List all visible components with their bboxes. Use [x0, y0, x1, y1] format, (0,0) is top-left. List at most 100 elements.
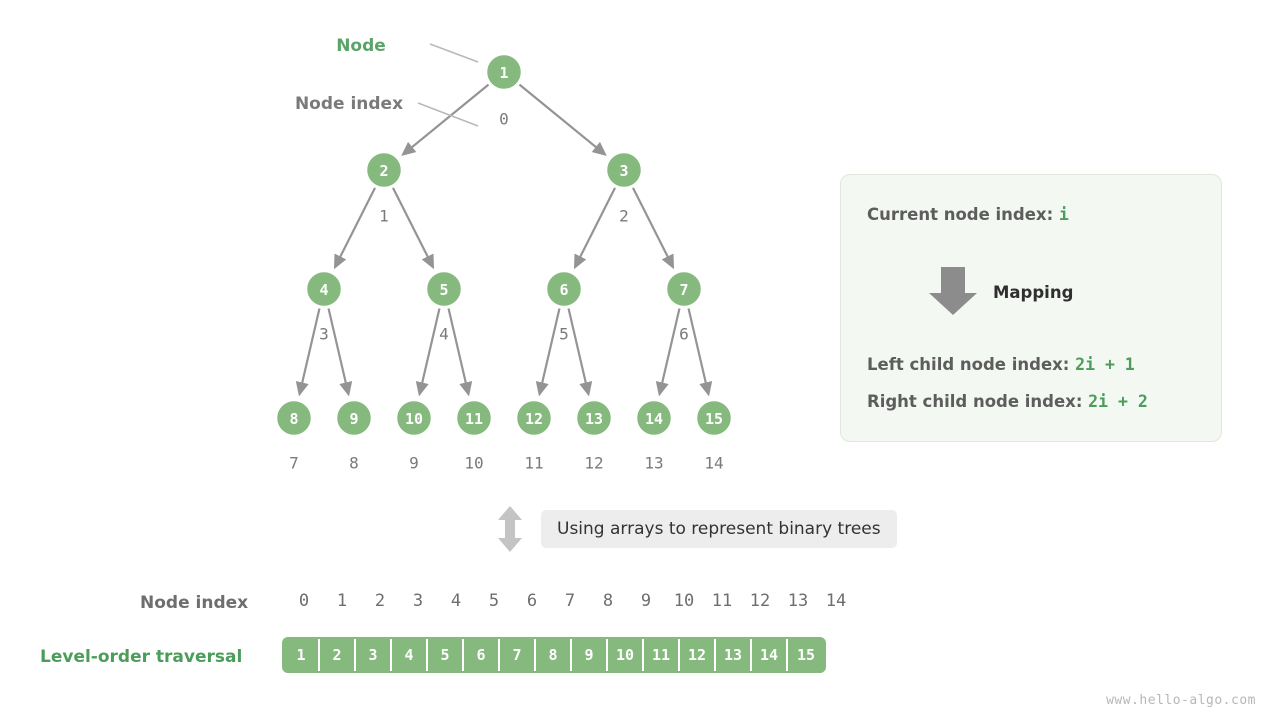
node-index-row-label: Node index [140, 593, 249, 613]
tree-node: 9 [334, 398, 374, 438]
array-value-cell: 9 [572, 639, 608, 671]
tree-node: 5 [424, 269, 464, 309]
tree-edge [687, 308, 713, 397]
array-index-cell: 12 [749, 591, 771, 611]
array-value-cell: 5 [428, 639, 464, 671]
array-value-cell: 2 [320, 639, 356, 671]
tree-node-index: 12 [584, 454, 603, 473]
mapping-formula-panel: Current node index: i Mapping Left child… [840, 174, 1222, 442]
array-value-cell: 3 [356, 639, 392, 671]
array-index-cell: 4 [450, 591, 462, 611]
array-value-cell: 1 [284, 639, 320, 671]
tree-node-circle [394, 398, 434, 438]
array-index-cell: 11 [711, 591, 733, 611]
array-index-cell: 10 [673, 591, 695, 611]
tree-node-index: 6 [679, 325, 689, 344]
array-value-cell: 12 [680, 639, 716, 671]
array-index-cell: 0 [298, 591, 310, 611]
array-index-cell: 6 [526, 591, 538, 611]
tree-node-circle [664, 269, 704, 309]
colon-2: : [1062, 355, 1076, 374]
array-index-cell: 8 [602, 591, 614, 611]
tree-node-value: 11 [465, 410, 483, 428]
tree-node-index: 0 [499, 110, 509, 129]
tree-node: 2 [364, 150, 404, 190]
tree-node-value: 8 [289, 410, 298, 428]
current-node-index-line: Current node index: i [867, 205, 1069, 224]
array-index-cell: 2 [374, 591, 386, 611]
array-index-cell: 7 [564, 591, 576, 611]
callout-node-label: Node [336, 36, 386, 56]
array-value-cell: 10 [608, 639, 644, 671]
array-index-cell: 1 [336, 591, 348, 611]
tree-node: 11 [454, 398, 494, 438]
array-index-cell: 14 [825, 591, 847, 611]
array-value-cell: 15 [796, 646, 816, 664]
colon-3: : [1075, 392, 1089, 411]
tree-node-index: 14 [704, 454, 723, 473]
tree-edge [392, 187, 435, 270]
tree-node-circle [424, 269, 464, 309]
tree-node: 15 [694, 398, 734, 438]
tree-node-value: 9 [349, 410, 358, 428]
node-index-callout-leader [417, 102, 479, 127]
left-child-index-prefix: Left child node index [867, 355, 1063, 374]
array-index-cell: 9 [640, 591, 652, 611]
colon-1: : [1046, 205, 1059, 224]
tree-node-value: 4 [319, 281, 328, 299]
tree-node-circle [544, 269, 584, 309]
tree-node-value: 14 [645, 410, 663, 428]
tree-node: 3 [604, 150, 644, 190]
current-node-index-prefix: Current node index [867, 205, 1047, 224]
tree-node-value: 15 [705, 410, 723, 428]
tree-edge [573, 187, 616, 270]
tree-node-index: 10 [464, 454, 483, 473]
mapping-label: Mapping [993, 283, 1074, 302]
array-value-cell: 11 [644, 639, 680, 671]
tree-node-value: 3 [619, 162, 628, 180]
array-index-cell: 13 [787, 591, 809, 611]
tree-node: 7 [664, 269, 704, 309]
tree-edge [567, 308, 593, 397]
down-arrow-icon [925, 263, 981, 323]
tree-node-index: 9 [409, 454, 419, 473]
array-value-cell: 7 [500, 639, 536, 671]
tree-node-index: 3 [319, 325, 329, 344]
tree-node: 14 [634, 398, 674, 438]
array-index-cell: 5 [488, 591, 500, 611]
tree-node-circle [304, 269, 344, 309]
level-order-traversal-row-label: Level-order traversal [40, 647, 243, 667]
current-node-index-value: i [1058, 205, 1069, 224]
tree-edge [415, 308, 441, 397]
tree-node-circle [604, 150, 644, 190]
tree-node-value: 2 [379, 162, 388, 180]
tree-edge [295, 308, 321, 397]
tree-node: 6 [544, 269, 584, 309]
tree-node-circle [454, 398, 494, 438]
tree-node-index: 7 [289, 454, 299, 473]
tree-edge [655, 308, 681, 397]
left-child-index-line: Left child node index: 2i + 1 [867, 355, 1135, 374]
array-value-cell: 14 [752, 639, 788, 671]
tree-node-value: 1 [499, 64, 508, 82]
tree-node-value: 6 [559, 281, 568, 299]
tree-node-value: 10 [405, 410, 423, 428]
tree-edge [327, 308, 353, 397]
tree-node-index: 5 [559, 325, 569, 344]
tree-node-circle [334, 398, 374, 438]
tree-node: 13 [574, 398, 614, 438]
right-child-index-value: 2i + 2 [1088, 392, 1148, 411]
tree-node-circle [274, 398, 314, 438]
tree-node-index: 8 [349, 454, 359, 473]
tree-node: 4 [304, 269, 344, 309]
callout-node-index-label: Node index [295, 94, 403, 114]
tree-node: 10 [394, 398, 434, 438]
tree-node-circle [364, 150, 404, 190]
right-child-index-line: Right child node index: 2i + 2 [867, 392, 1148, 411]
vertical-double-arrow-icon [498, 506, 522, 552]
tree-node-value: 7 [679, 281, 688, 299]
tree-edge [535, 308, 561, 397]
tree-node-value: 12 [525, 410, 543, 428]
